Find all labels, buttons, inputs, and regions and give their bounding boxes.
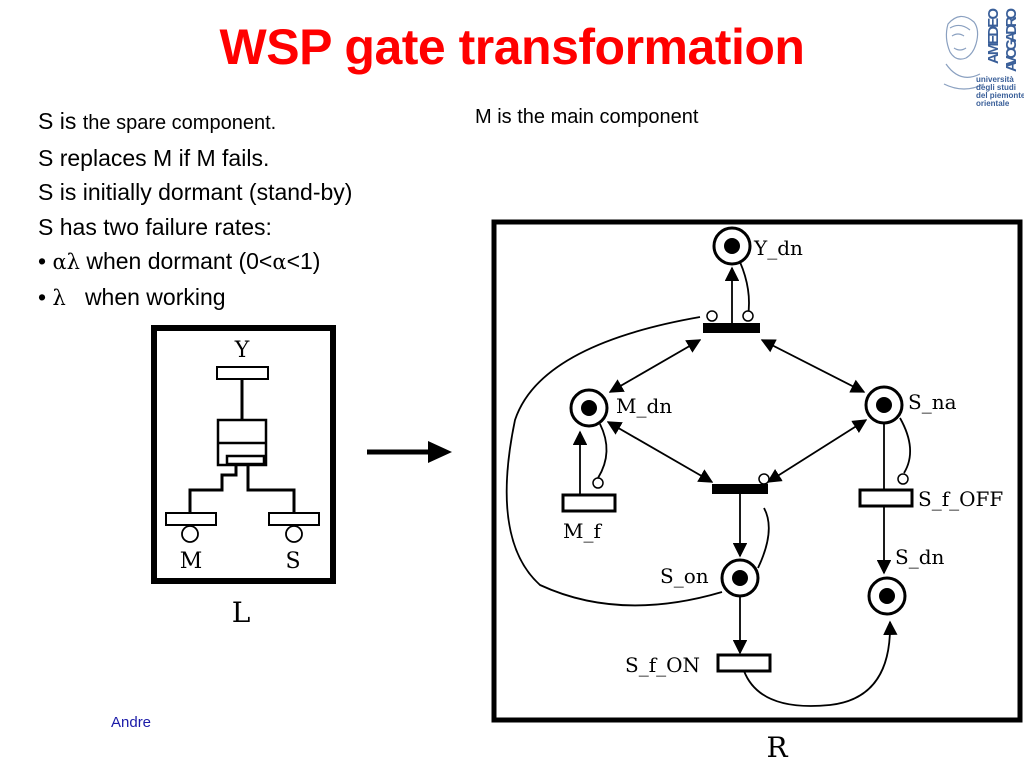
- place-s-dn: S_dn: [867, 545, 945, 616]
- slide-title: WSP gate transformation: [219, 19, 805, 75]
- bullet-dormant: • αλ when dormant (0<α<1): [38, 248, 321, 274]
- petri-net: Y_dn M_dn S_na S_on S_dn M_f: [491, 219, 1023, 764]
- wsp-gate-symbol: [216, 418, 268, 467]
- place-y-dn: Y_dn: [712, 226, 803, 266]
- transition-mid: [712, 484, 768, 494]
- fault-tree: Y M S L: [151, 325, 336, 629]
- logo-line-1: università: [976, 75, 1014, 84]
- ft-top-label: Y: [234, 338, 250, 363]
- svg-text:S_f_ON: S_f_ON: [625, 653, 700, 677]
- place-s-na: S_na: [864, 385, 957, 425]
- svg-text:M_f: M_f: [563, 519, 602, 543]
- ft-right-label: S: [285, 549, 300, 574]
- place-m-dn: M_dn: [569, 388, 672, 428]
- author-footer: Andrea Bobbio: [111, 714, 151, 731]
- university-logo: AMEDEO AVOGADRO università degli studi d…: [943, 8, 1024, 108]
- logo-name-1: AMEDEO: [985, 8, 1002, 64]
- svg-text:S_f_OFF: S_f_OFF: [918, 487, 1003, 511]
- svg-text:S_na: S_na: [908, 390, 957, 414]
- svg-text:S_on: S_on: [660, 564, 709, 588]
- main-component-note: M is the main component: [475, 106, 699, 128]
- line-spare: S is the spare component.: [38, 108, 277, 134]
- pn-caption: R: [766, 731, 788, 764]
- svg-text:Y_dn: Y_dn: [753, 236, 803, 260]
- ft-left-label: M: [180, 549, 203, 574]
- description-text: S is the spare component. S replaces M i…: [38, 104, 352, 315]
- transition-s-f-off: S_f_OFF: [858, 487, 1003, 511]
- svg-text:S_dn: S_dn: [895, 545, 945, 569]
- logo-line-4: orientale: [976, 99, 1010, 108]
- ft-caption: L: [232, 596, 251, 629]
- line-replaces: S replaces M if M fails.: [38, 144, 270, 171]
- inhibitor-circles: [592, 310, 909, 489]
- line-rates: S has two failure rates:: [38, 213, 272, 240]
- line-dormant: S is initially dormant (stand-by): [38, 179, 353, 205]
- transition-m-f: M_f: [561, 493, 617, 543]
- transform-arrow: [367, 441, 452, 463]
- logo-line-3: del piemonte: [976, 91, 1024, 100]
- place-s-on: S_on: [660, 558, 760, 598]
- logo-name-2: AVOGADRO: [1003, 8, 1020, 72]
- transition-top: [703, 323, 760, 333]
- logo-line-2: degli studi: [976, 83, 1016, 92]
- bullet-working: • λ when working: [38, 283, 226, 310]
- svg-text:M_dn: M_dn: [616, 394, 672, 418]
- portrait-engraving-icon: [943, 15, 985, 90]
